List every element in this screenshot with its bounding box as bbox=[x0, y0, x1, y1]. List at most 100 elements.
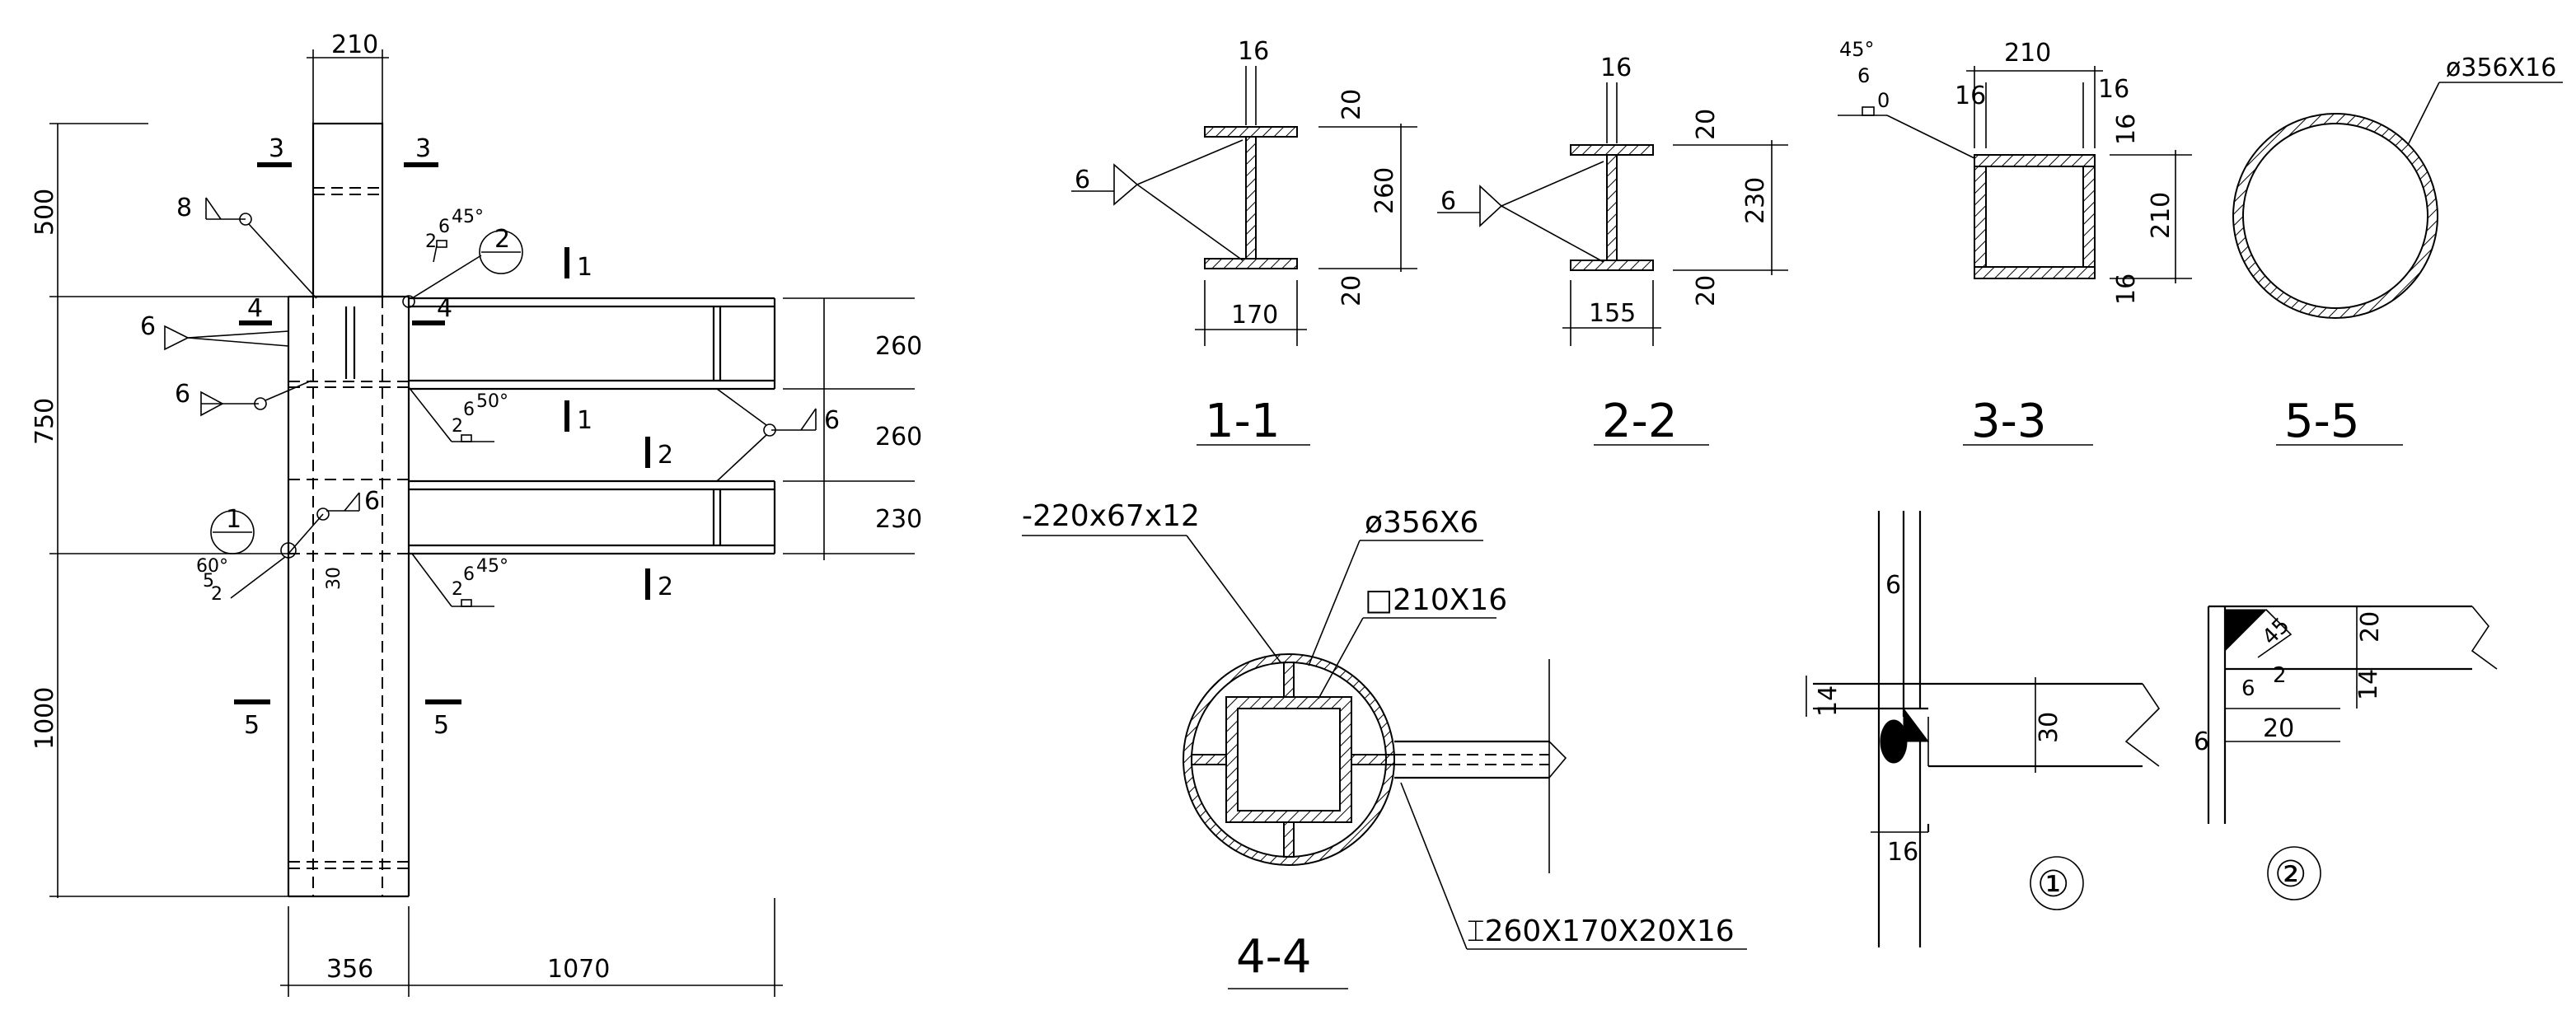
weld-note-30: 30 bbox=[324, 567, 344, 590]
weld-symbol-6-lower: 6 bbox=[288, 487, 380, 554]
section-1-1-dim-2: 260 bbox=[1370, 167, 1399, 214]
weld-size-6a: 6 bbox=[140, 312, 156, 341]
weld-symbol-6-mid: 6 bbox=[175, 380, 312, 417]
section-mark-1a: 1 bbox=[577, 253, 592, 282]
section-4-4-label-3: ⌶260X170X20X16 bbox=[1467, 914, 1735, 948]
section-1-1-dim-4: 170 bbox=[1231, 301, 1278, 330]
section-3-3-dim-2: 16 bbox=[2098, 75, 2129, 104]
detail-2-dim-6: 6 bbox=[2194, 727, 2209, 756]
section-4-4-label-0: -220x67x12 bbox=[1022, 499, 1200, 533]
weld-note-6b: 6 bbox=[463, 400, 475, 420]
weld-symbol-6-left: 6 bbox=[140, 312, 289, 351]
weld-note-6a: 6 bbox=[438, 217, 450, 237]
callout-1-number: 1 bbox=[226, 505, 241, 534]
section-3-3-dim-1: 16 bbox=[1955, 82, 1986, 110]
callout-2: 2 2 6 45° bbox=[402, 207, 523, 308]
section-1-1-dim-0: 16 bbox=[1238, 37, 1269, 66]
section-3-3-dim-5: 16 bbox=[2112, 274, 2141, 305]
section-1-1-title: 1-1 bbox=[1205, 395, 1280, 448]
detail-1: 6 14 30 16 ① bbox=[1806, 511, 2161, 947]
weld-note-5: 5 bbox=[203, 571, 214, 592]
section-3-3-weld-0: 45° bbox=[1839, 38, 1875, 61]
weld-note-2a: 2 bbox=[425, 232, 437, 252]
detail-1-dim-0: 6 bbox=[1885, 571, 1901, 600]
weld-note-50: 50° bbox=[476, 391, 508, 412]
section-3-3-dim-4: 210 bbox=[2147, 192, 2176, 239]
weld-note-45-lower: 2 6 45° bbox=[411, 553, 508, 607]
weld-note-6c: 6 bbox=[463, 564, 475, 585]
detail-1-dim-3: 16 bbox=[1887, 838, 1918, 867]
detail-1-dim-1: 14 bbox=[1814, 685, 1843, 717]
section-4-4: -220x67x12 ø356X6 □210X16 ⌶260X170X20X16… bbox=[1022, 499, 1747, 989]
weld-size-8: 8 bbox=[176, 194, 192, 222]
section-mark-4b: 4 bbox=[437, 294, 452, 323]
dim-right-0: 260 bbox=[875, 332, 922, 361]
dim-top-width: 210 bbox=[331, 30, 378, 59]
weld-note-2b: 2 bbox=[452, 416, 463, 437]
detail-1-dim-2: 30 bbox=[2035, 712, 2063, 743]
dim-left-0: 500 bbox=[30, 189, 59, 236]
elevation-view: 210 500 750 1000 260 260 230 356 1070 3 … bbox=[30, 30, 922, 997]
detail-2-dim-2: 2 bbox=[2273, 663, 2287, 688]
weld-note-45c: 45° bbox=[476, 556, 508, 577]
section-3-3-title: 3-3 bbox=[1971, 395, 2046, 448]
section-4-4-title: 4-4 bbox=[1236, 930, 1311, 984]
section-1-1-dim-3: 20 bbox=[1337, 275, 1366, 306]
weld-note-2c: 2 bbox=[452, 579, 463, 600]
section-1-1-weld: 6 bbox=[1075, 166, 1090, 194]
weld-note-45a: 45° bbox=[452, 207, 484, 227]
section-4-4-label-1: ø356X6 bbox=[1365, 506, 1478, 540]
section-5-5-title: 5-5 bbox=[2284, 395, 2359, 448]
detail-2-dim-4: 14 bbox=[2354, 669, 2383, 700]
section-1-1: 6 16 20 260 20 170 1-1 bbox=[1071, 37, 1417, 448]
dim-right-1: 260 bbox=[875, 423, 922, 451]
dim-left-2: 1000 bbox=[30, 687, 59, 750]
section-3-3-weld-2: 0 bbox=[1877, 89, 1890, 112]
section-3-3-dim-0: 210 bbox=[2004, 39, 2051, 68]
section-5-5-label: ø356X16 bbox=[2446, 54, 2556, 82]
section-mark-3a: 3 bbox=[269, 134, 284, 163]
section-2-2-title: 2-2 bbox=[1602, 395, 1677, 448]
section-1-1-dim-1: 20 bbox=[1337, 89, 1366, 120]
detail-2-title: ② bbox=[2274, 854, 2307, 896]
detail-1-title: ① bbox=[2037, 863, 2069, 905]
detail-2: 20 45 2 6 14 20 6 ② bbox=[2194, 605, 2498, 900]
dim-bottom-0: 356 bbox=[326, 955, 373, 984]
section-2-2-dim-1: 20 bbox=[1692, 109, 1721, 140]
weld-size-6c: 6 bbox=[824, 406, 840, 435]
section-mark-5b: 5 bbox=[433, 711, 449, 740]
weld-note-50: 2 6 50° bbox=[408, 386, 508, 442]
weld-size-6b: 6 bbox=[175, 380, 190, 409]
dim-right-2: 230 bbox=[875, 505, 922, 534]
weld-symbol-8: 8 bbox=[176, 194, 317, 299]
detail-2-dim-0: 20 bbox=[2356, 611, 2385, 643]
detail-2-dim-1: 45 bbox=[2258, 613, 2295, 650]
section-2-2-dim-0: 16 bbox=[1600, 54, 1632, 82]
dim-left-1: 750 bbox=[30, 398, 59, 445]
section-2-2-dim-3: 20 bbox=[1692, 275, 1721, 306]
section-2-2: 6 16 20 230 20 155 2-2 bbox=[1437, 54, 1788, 448]
section-3-3-weld-1: 6 bbox=[1857, 64, 1870, 87]
callout-2-number: 2 bbox=[494, 225, 510, 254]
section-2-2-dim-4: 155 bbox=[1589, 299, 1636, 328]
section-mark-2b: 2 bbox=[658, 573, 673, 601]
callout-1: 1 60° 5 2 30 bbox=[196, 505, 344, 605]
section-mark-1b: 1 bbox=[577, 406, 592, 435]
section-2-2-weld: 6 bbox=[1440, 187, 1456, 216]
detail-2-dim-3: 6 bbox=[2241, 676, 2255, 701]
section-3-3-dim-3: 16 bbox=[2112, 114, 2141, 145]
weld-note-60: 60° bbox=[196, 556, 228, 577]
section-3-3: 210 16 16 16 210 16 45° 6 0 3-3 bbox=[1838, 38, 2192, 448]
dim-bottom-1: 1070 bbox=[547, 955, 610, 984]
section-mark-5a: 5 bbox=[244, 711, 260, 740]
section-5-5: ø356X16 5-5 bbox=[2232, 54, 2563, 448]
weld-note-2d: 2 bbox=[211, 584, 222, 605]
detail-2-dim-5: 20 bbox=[2263, 714, 2294, 743]
weld-symbol-6-right: 6 bbox=[716, 388, 840, 482]
section-mark-2a: 2 bbox=[658, 441, 673, 470]
section-mark-3b: 3 bbox=[415, 134, 431, 163]
section-mark-4a: 4 bbox=[247, 294, 263, 323]
weld-size-6d: 6 bbox=[364, 487, 380, 516]
section-4-4-label-2: □210X16 bbox=[1365, 583, 1507, 617]
